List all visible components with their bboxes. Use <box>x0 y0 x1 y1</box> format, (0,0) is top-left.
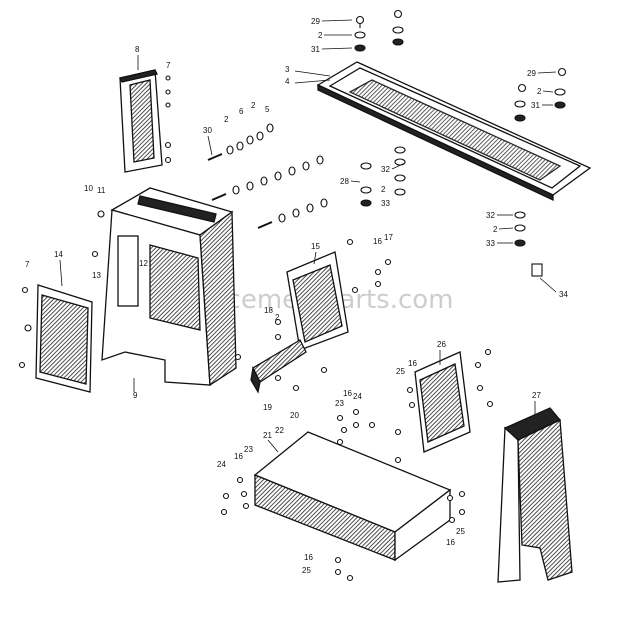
bolt-29-top <box>355 15 365 25</box>
callout-8: 8 <box>135 45 140 54</box>
right-leg <box>497 407 573 583</box>
callout-24a: 24 <box>353 392 362 401</box>
callout-16a: 16 <box>373 237 382 246</box>
callout-21: 21 <box>263 431 272 440</box>
callout-12: 12 <box>139 259 148 268</box>
callout-2f: 2 <box>493 225 498 234</box>
callout-28: 28 <box>340 177 349 186</box>
callout-14: 14 <box>54 250 63 259</box>
callout-25b: 25 <box>456 527 465 536</box>
callout-2b: 2 <box>537 87 542 96</box>
center-bracket <box>286 251 349 351</box>
callout-23b: 23 <box>244 445 253 454</box>
callout-4: 4 <box>285 77 290 86</box>
callout-17: 17 <box>384 233 393 242</box>
callout-32b: 32 <box>486 211 495 220</box>
callout-2g: 2 <box>275 313 280 322</box>
callout-2c: 2 <box>224 115 229 124</box>
callout-24b: 24 <box>217 460 226 469</box>
callout-29b: 29 <box>527 69 536 78</box>
callout-18: 18 <box>264 306 273 315</box>
top-tray <box>316 61 592 202</box>
left-panel <box>35 284 93 393</box>
callout-9: 9 <box>133 391 138 400</box>
callout-30: 30 <box>203 126 212 135</box>
callout-2a: 2 <box>318 31 323 40</box>
callout-22: 22 <box>275 426 284 435</box>
callout-15: 15 <box>311 242 320 251</box>
callout-32a: 32 <box>381 165 390 174</box>
washer-2-top <box>354 31 366 39</box>
callout-20: 20 <box>290 411 299 420</box>
callout-16e: 16 <box>446 538 455 547</box>
callout-26: 26 <box>437 340 446 349</box>
callout-31b: 31 <box>531 101 540 110</box>
callout-33a: 33 <box>381 199 390 208</box>
callout-16b: 16 <box>408 359 417 368</box>
nut-31-top <box>354 44 366 52</box>
callout-7b: 7 <box>25 260 30 269</box>
callout-31a: 31 <box>311 45 320 54</box>
leader-lines <box>59 19 557 453</box>
callout-3: 3 <box>285 65 290 74</box>
top-bracket <box>119 69 163 173</box>
callout-29a: 29 <box>311 17 320 26</box>
callout-27: 27 <box>532 391 541 400</box>
callout-labels: 29 2 31 3 4 29 2 31 8 7 30 2 6 2 5 32 28… <box>25 17 568 575</box>
callout-16f: 16 <box>304 553 313 562</box>
callout-23a: 23 <box>335 399 344 408</box>
callout-34: 34 <box>559 290 568 299</box>
spacer-34 <box>531 263 543 277</box>
main-leg-stand <box>101 187 237 387</box>
callout-11: 11 <box>97 186 106 195</box>
small-brace <box>250 339 307 394</box>
callout-25c: 25 <box>302 566 311 575</box>
right-brace <box>414 351 471 453</box>
callout-33b: 33 <box>486 239 495 248</box>
callout-10: 10 <box>84 184 93 193</box>
hardware-group <box>18 9 567 582</box>
callout-25a: 25 <box>396 367 405 376</box>
callout-19: 19 <box>263 403 272 412</box>
callout-16c: 16 <box>343 389 352 398</box>
bottom-tray <box>253 431 452 562</box>
callout-6: 6 <box>239 107 244 116</box>
callout-13: 13 <box>92 271 101 280</box>
callout-16d: 16 <box>234 452 243 461</box>
callout-7a: 7 <box>166 61 171 70</box>
callout-2e: 2 <box>381 185 386 194</box>
callout-2d: 2 <box>251 101 256 110</box>
callout-5: 5 <box>265 105 270 114</box>
